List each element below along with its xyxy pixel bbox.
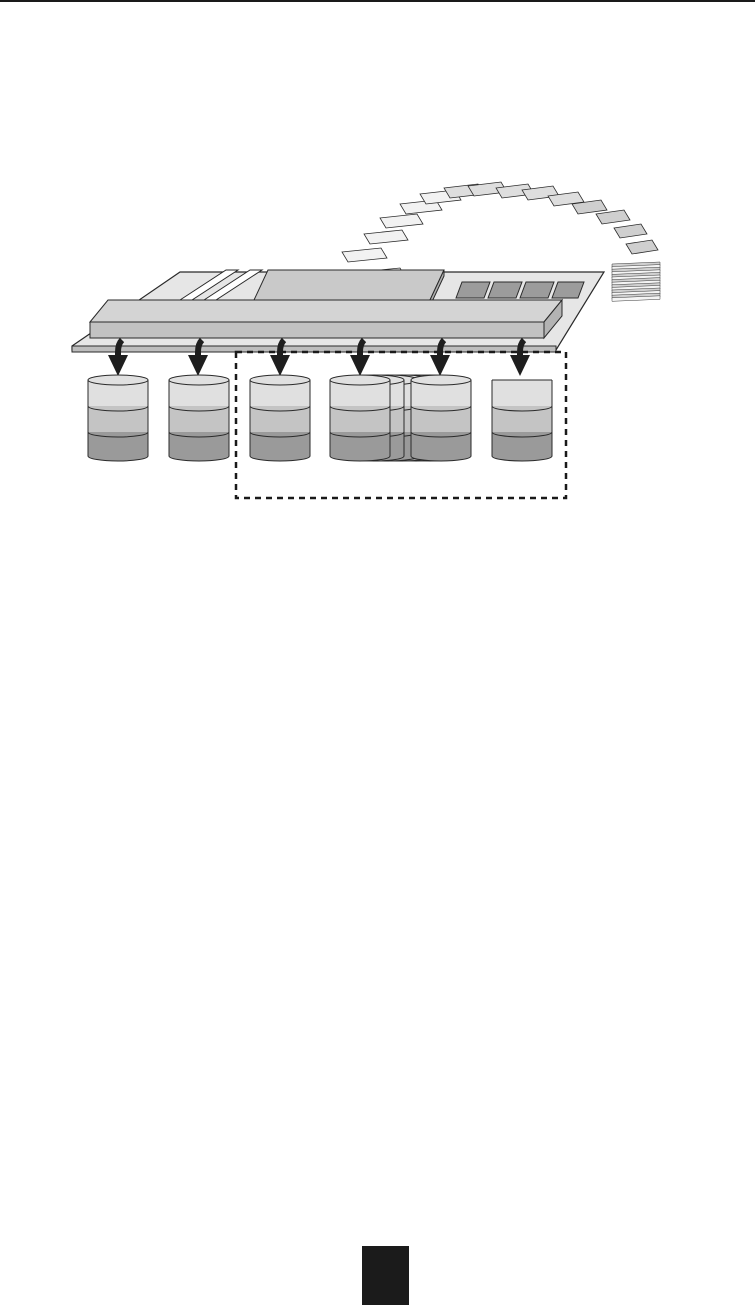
disk-drive [88,375,148,461]
disk-drive [411,375,471,461]
disk-drive [492,380,552,461]
paper-stream [342,182,658,282]
paper-sheet [614,224,647,238]
paper-stack [612,262,660,301]
paper-sheet [364,230,408,244]
controller-board [72,270,604,352]
controller-front-bar [90,300,562,338]
paper-sheet [626,240,658,254]
paper-sheet [380,214,423,228]
paper-sheet [596,210,630,224]
disk-drive [169,375,229,461]
raid-diagram [0,0,755,560]
page-tab [362,1246,409,1305]
disk-drive [250,375,310,461]
paper-sheet [342,248,387,262]
disk-drives [88,375,552,461]
